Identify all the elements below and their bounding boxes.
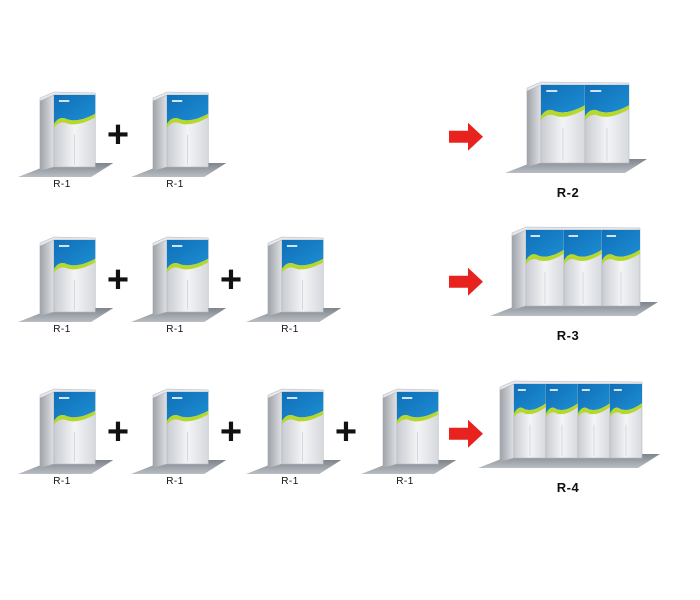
input-label-r3-2: R-1 [166, 476, 184, 487]
input-cabinet-icon-r2-1 [18, 236, 114, 322]
input-label-r2-1: R-1 [53, 324, 71, 335]
plus-icon: + [219, 258, 243, 301]
input-label-r3-1: R-1 [53, 476, 71, 487]
input-cabinet-icon-r1-2 [131, 91, 227, 177]
input-cabinet-icon-r3-2 [131, 388, 227, 474]
result-label-1: R-2 [556, 185, 580, 200]
plus-icon: + [106, 113, 130, 156]
input-label-r3-3: R-1 [281, 476, 299, 487]
input-label-r2-3: R-1 [281, 324, 299, 335]
plus-icon: + [219, 410, 243, 453]
input-label-r1-1: R-1 [53, 179, 71, 190]
result-cabinet-icon-1 [505, 81, 647, 173]
input-cabinet-icon-r1-1 [18, 91, 114, 177]
result-label-3: R-4 [556, 480, 580, 495]
input-label-r2-2: R-1 [166, 324, 184, 335]
input-cabinet-icon-r3-4 [361, 388, 457, 474]
right-arrow-icon [449, 267, 483, 296]
input-cabinet-icon-r3-3 [246, 388, 342, 474]
plus-icon: + [106, 258, 130, 301]
input-cabinet-icon-r2-2 [131, 236, 227, 322]
input-label-r1-2: R-1 [166, 179, 184, 190]
input-label-r3-4: R-1 [396, 476, 414, 487]
plus-icon: + [334, 410, 358, 453]
right-arrow-icon [449, 419, 483, 448]
right-arrow-icon [449, 122, 483, 151]
plus-icon: + [106, 410, 130, 453]
input-cabinet-icon-r2-3 [246, 236, 342, 322]
result-cabinet-icon-3 [478, 380, 660, 468]
result-label-2: R-3 [556, 328, 580, 343]
result-cabinet-icon-2 [490, 226, 658, 316]
input-cabinet-icon-r3-1 [18, 388, 114, 474]
